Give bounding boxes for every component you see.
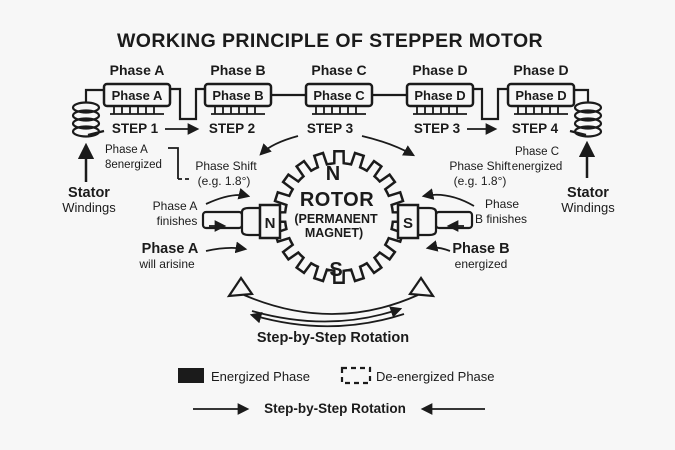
pole-left-cap <box>240 206 262 237</box>
arrow-step3-curve-left <box>259 135 299 156</box>
phase-b-finishes-line1: Phase <box>485 197 519 211</box>
wire-drop-a-b <box>170 87 205 121</box>
rotation-double-arrow-left <box>249 312 405 328</box>
legend-deenergized-swatch <box>340 366 372 385</box>
legend-energized-swatch <box>178 368 204 383</box>
phase-box-label-b: Phase B <box>212 88 263 103</box>
rotation-arc-triangle-left <box>226 276 254 298</box>
rotation-arc-triangle-right <box>408 276 436 298</box>
wire-right <box>574 88 590 103</box>
phase-a-finishes-line1: Phase A <box>153 199 198 213</box>
bottom-rotation-row: Step-by-Step Rotation <box>193 401 485 416</box>
phase-a-energized-line2: 8energized <box>105 159 162 171</box>
rotor-gear <box>271 149 407 285</box>
phase-shift-left-line2: (e.g. 1.8°) <box>198 174 251 188</box>
phase-box-label-d2: Phase D <box>515 88 566 103</box>
step-3-label: STEP 3 <box>307 121 354 136</box>
rotor-subtitle-line1: (PERMANENT <box>294 212 378 226</box>
coil-right <box>569 101 603 138</box>
arrow-phase-b-finishes <box>421 188 475 207</box>
step-1-label: STEP 1 <box>112 121 159 136</box>
phase-top-label-d2: Phase D <box>513 62 568 78</box>
page-title: WORKING PRINCIPLE OF STEPPER MOTOR <box>117 30 543 52</box>
phase-box-hatch-c <box>312 106 366 115</box>
phase-box-hatch-b <box>211 106 265 115</box>
coil-left <box>71 101 105 138</box>
bottom-rotation-label: Step-by-Step Rotation <box>264 401 406 416</box>
rotor-title: ROTOR <box>300 189 374 211</box>
phase-top-label-b: Phase B <box>210 62 265 78</box>
legend: Energized Phase De-energized Phase <box>178 366 495 385</box>
stator-right-line2: Windings <box>561 200 615 215</box>
phase-box-label-a: Phase A <box>112 88 163 103</box>
step-3b-label: STEP 3 <box>414 121 461 136</box>
phase-c-energized-line2: energized <box>512 161 563 173</box>
pole-right-cap <box>416 206 438 237</box>
phase-c-energized-line1: Phase C <box>515 146 559 158</box>
arrow-phase-b-energized <box>425 240 451 252</box>
phase-b-energized-line2: energized <box>455 257 508 271</box>
phase-top-label-d1: Phase D <box>412 62 467 78</box>
phase-shift-right-line1: Phase Shift <box>449 159 511 173</box>
step-4-label: STEP 4 <box>512 121 559 136</box>
phase-box-d1: Phase D <box>405 82 475 115</box>
phase-top-label-a: Phase A <box>110 62 165 78</box>
rotation-double-arrow-right <box>251 306 403 323</box>
pole-left-label: N <box>265 215 276 232</box>
pole-left-block <box>258 203 282 240</box>
stator-left-line1: Stator <box>68 185 110 201</box>
legend-energized-label: Energized Phase <box>211 369 310 384</box>
step-2-label: STEP 2 <box>209 121 255 136</box>
phase-box-hatch-a <box>110 106 164 115</box>
wire-drop-d-d <box>473 87 508 121</box>
stator-left-line2: Windings <box>62 200 116 215</box>
phase-shift-right-line2: (e.g. 1.8°) <box>454 174 507 188</box>
phase-box-d2: Phase D <box>506 82 576 115</box>
rotor-south-label: S <box>329 259 342 281</box>
arrow-phase-a-finishes <box>205 188 251 205</box>
rotor-subtitle-line2: MAGNET) <box>305 226 363 240</box>
pole-right-block <box>396 203 420 240</box>
phase-a-energized-line1: Phase A <box>105 144 148 156</box>
stator-right-line1: Stator <box>567 185 609 201</box>
arrow-step3-curve-right <box>361 135 416 157</box>
bracket-phase-a <box>168 147 179 179</box>
phase-a-will-line2: will arisine <box>138 257 195 271</box>
phase-a-finishes-line2: finishes <box>157 214 198 228</box>
phase-b-finishes-line2: B finishes <box>475 212 527 226</box>
phase-box-label-c: Phase C <box>313 88 365 103</box>
phase-a-will-line1: Phase A <box>142 241 199 257</box>
legend-deenergized-label: De-energized Phase <box>376 369 495 384</box>
rotor-north-label: N <box>326 163 340 185</box>
phase-box-label-d1: Phase D <box>414 88 465 103</box>
phase-top-label-c: Phase C <box>311 62 366 78</box>
phase-box-a: Phase A <box>102 82 172 115</box>
wire-left <box>84 88 104 103</box>
rotation-arc <box>243 294 419 315</box>
phase-box-hatch-d2 <box>514 106 568 115</box>
phase-box-c: Phase C <box>304 82 374 115</box>
phase-box-hatch-d1 <box>413 106 467 115</box>
phase-shift-left-line1: Phase Shift <box>195 159 257 173</box>
phase-box-b: Phase B <box>203 82 273 115</box>
arrow-phase-a-will <box>205 241 248 254</box>
phase-b-energized-line1: Phase B <box>452 241 509 257</box>
pole-right-label: S <box>403 215 413 232</box>
rotation-arc-label: Step-by-Step Rotation <box>257 330 409 346</box>
